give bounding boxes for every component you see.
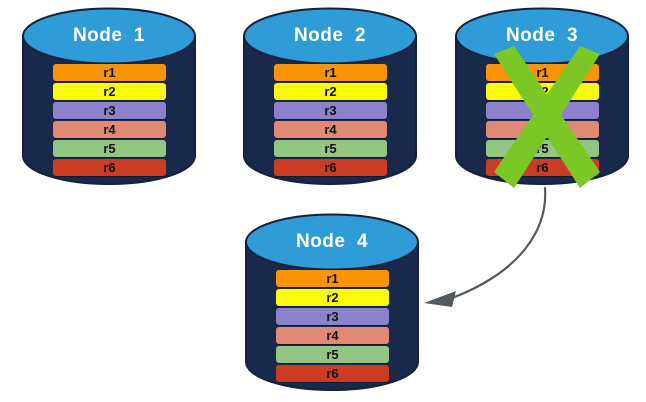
node-4-row-r5[interactable]: r5 (276, 346, 389, 363)
row-label: r2 (536, 84, 549, 99)
row-label: r2 (103, 84, 116, 99)
node-3-row-r3[interactable]: r3 (486, 102, 599, 119)
node-3-cylinder[interactable]: Node 3 r1 r2 r3 r4 r5 r6 (455, 6, 629, 186)
node-1-row-r6[interactable]: r6 (53, 159, 166, 176)
row-label: r6 (324, 160, 337, 175)
row-label: r2 (324, 84, 337, 99)
node-4-rows: r1 r2 r3 r4 r5 r6 (276, 270, 389, 384)
node-3-row-r2[interactable]: r2 (486, 83, 599, 100)
node-1-row-r2[interactable]: r2 (53, 83, 166, 100)
row-label: r6 (326, 366, 339, 381)
node-1-row-r3[interactable]: r3 (53, 102, 166, 119)
row-label: r5 (103, 141, 116, 156)
node-2-row-r2[interactable]: r2 (274, 83, 387, 100)
node-2-row-r6[interactable]: r6 (274, 159, 387, 176)
row-label: r1 (536, 65, 549, 80)
node-2-rows: r1 r2 r3 r4 r5 r6 (274, 64, 387, 178)
node-4-cylinder[interactable]: Node 4 r1 r2 r3 r4 r5 r6 (245, 212, 419, 392)
row-label: r4 (324, 122, 337, 137)
node-1-cylinder[interactable]: Node 1 r1 r2 r3 r4 r5 r6 (22, 6, 196, 186)
node-4-row-r4[interactable]: r4 (276, 327, 389, 344)
node-3-rows: r1 r2 r3 r4 r5 r6 (486, 64, 599, 178)
row-label: r3 (326, 309, 339, 324)
row-label: r3 (536, 103, 549, 118)
row-label: r3 (324, 103, 337, 118)
row-label: r4 (536, 122, 549, 137)
row-label: r1 (324, 65, 337, 80)
node-1-row-r5[interactable]: r5 (53, 140, 166, 157)
node-2-cylinder[interactable]: Node 2 r1 r2 r3 r4 r5 r6 (243, 6, 417, 186)
node-4-row-r3[interactable]: r3 (276, 308, 389, 325)
row-label: r1 (326, 271, 339, 286)
node-3-row-r1[interactable]: r1 (486, 64, 599, 81)
row-label: r2 (326, 290, 339, 305)
node-2-row-r4[interactable]: r4 (274, 121, 387, 138)
node-3-row-r5[interactable]: r5 (486, 140, 599, 157)
row-label: r5 (324, 141, 337, 156)
node-4-row-r1[interactable]: r1 (276, 270, 389, 287)
node-1-rows: r1 r2 r3 r4 r5 r6 (53, 64, 166, 178)
row-label: r5 (536, 141, 549, 156)
node-1-row-r4[interactable]: r4 (53, 121, 166, 138)
node-1-row-r1[interactable]: r1 (53, 64, 166, 81)
node-4-row-r6[interactable]: r6 (276, 365, 389, 382)
row-label: r5 (326, 347, 339, 362)
row-label: r1 (103, 65, 116, 80)
row-label: r6 (103, 160, 116, 175)
node-3-row-r6[interactable]: r6 (486, 159, 599, 176)
node-2-row-r3[interactable]: r3 (274, 102, 387, 119)
row-label: r6 (536, 160, 549, 175)
row-label: r4 (326, 328, 339, 343)
node-2-row-r5[interactable]: r5 (274, 140, 387, 157)
row-label: r3 (103, 103, 116, 118)
row-label: r4 (103, 122, 116, 137)
node-3-row-r4[interactable]: r4 (486, 121, 599, 138)
node-4-row-r2[interactable]: r2 (276, 289, 389, 306)
node-2-row-r1[interactable]: r1 (274, 64, 387, 81)
